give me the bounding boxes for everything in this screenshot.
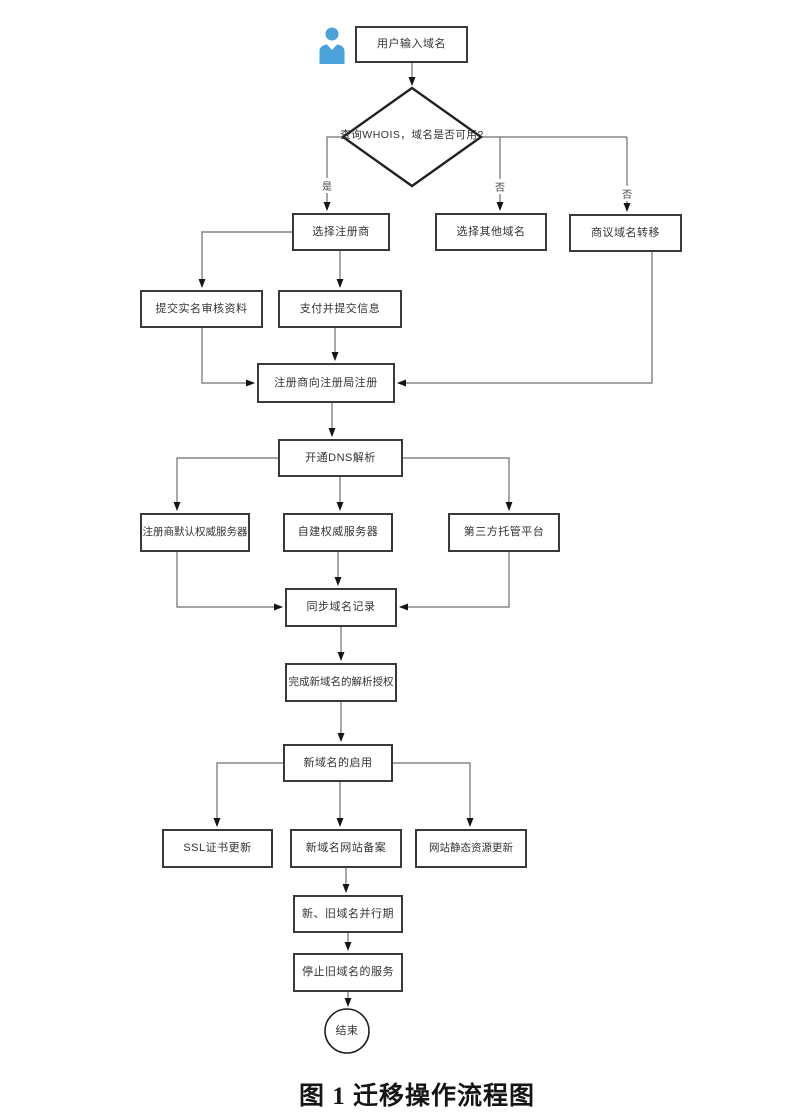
node-negotiate-transfer: 商议域名转移 [569, 214, 682, 252]
node-third-party-platform: 第三方托管平台 [448, 513, 560, 552]
node-stop-old-domain-service: 停止旧域名的服务 [293, 953, 403, 992]
node-submit-real-name: 提交实名审核资料 [140, 290, 263, 328]
node-ssl-cert-update: SSL证书更新 [162, 829, 273, 868]
node-sync-domain-records: 同步域名记录 [285, 588, 397, 627]
edge-label-no-2: 否 [619, 186, 635, 201]
node-complete-resolution-auth: 完成新域名的解析授权 [285, 663, 397, 702]
node-registrar-register: 注册商向注册局注册 [257, 363, 395, 403]
figure-caption: 图 1 迁移操作流程图 [298, 1083, 535, 1110]
decision-diamond [340, 86, 484, 188]
node-registrar-default-server: 注册商默认权威服务器 [140, 513, 250, 552]
end-terminator [324, 1008, 370, 1054]
node-start: 用户输入域名 [355, 26, 468, 63]
edges [173, 63, 653, 1007]
node-static-resource-update: 网站静态资源更新 [415, 829, 527, 868]
node-enable-new-domain: 新域名的启用 [283, 744, 393, 782]
node-choose-registrar: 选择注册商 [292, 213, 390, 251]
node-parallel-period: 新、旧域名并行期 [293, 895, 403, 933]
node-enable-dns: 开通DNS解析 [278, 439, 403, 477]
edge-label-no-1: 否 [492, 179, 508, 194]
node-pay-and-submit: 支付并提交信息 [278, 290, 402, 328]
node-choose-other-domain: 选择其他域名 [435, 213, 547, 251]
node-end-label: 结束 [335, 1025, 359, 1037]
node-self-built-server: 自建权威服务器 [283, 513, 393, 552]
user-icon [319, 27, 345, 64]
edge-label-yes: 是 [319, 178, 335, 193]
node-decision-label: 查询WHOIS，域名是否可用? [340, 129, 484, 141]
node-new-domain-site-filing: 新域名网站备案 [290, 829, 402, 868]
